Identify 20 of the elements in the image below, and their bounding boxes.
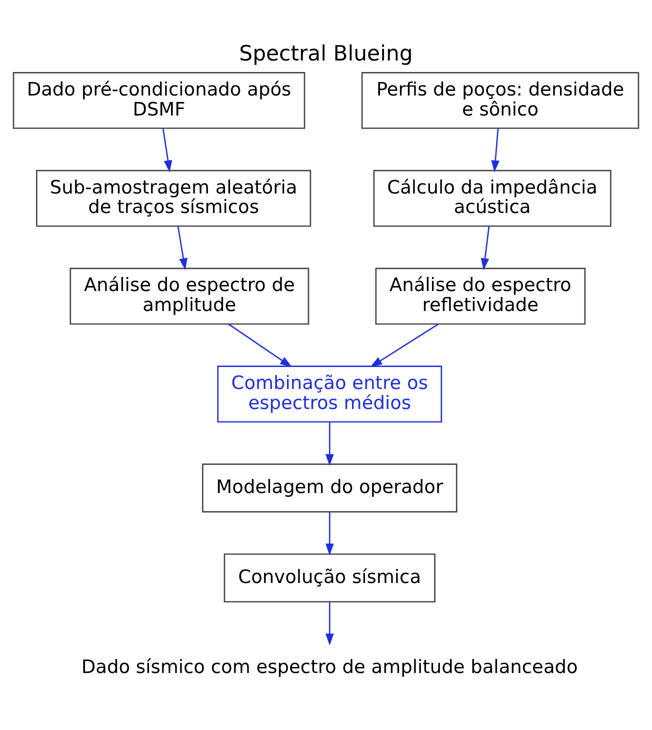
arrow xyxy=(162,128,172,172)
node-box: Modelagem do operador xyxy=(202,464,458,512)
arrow xyxy=(325,512,334,556)
arrow xyxy=(177,226,188,270)
diagram-title: Spectral Blueing xyxy=(239,40,413,66)
arrow xyxy=(491,128,500,172)
node-text: Dado sísmico com espectro de amplitude balanceado xyxy=(81,656,578,678)
arrow xyxy=(325,602,334,646)
node-box: Dado pré-condicionado após DSMF xyxy=(12,72,306,129)
node-box: Perfis de poços: densidade e sônico xyxy=(361,72,640,129)
node-box: Combinação entre os espectros médios xyxy=(217,366,442,423)
arrow xyxy=(228,324,292,368)
node-box: Convolução sísmica xyxy=(224,553,436,602)
node-box: Análise do espectro de amplitude xyxy=(70,268,310,325)
node-box: Análise do espectro refletividade xyxy=(375,268,586,325)
node-box: Cálculo da impedância acústica xyxy=(373,170,612,227)
node-box: Sub-amostragem aleatória de traços sísmicos xyxy=(36,170,312,227)
arrow xyxy=(325,422,334,466)
arrow xyxy=(370,324,439,368)
arrow xyxy=(480,226,490,270)
